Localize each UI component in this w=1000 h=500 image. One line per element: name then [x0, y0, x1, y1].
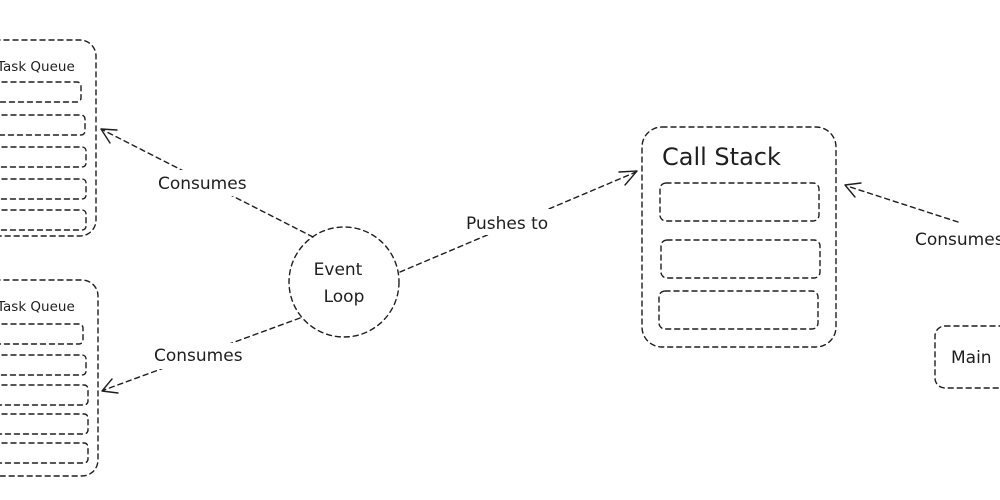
macro-task-queue-title: Task Queue	[0, 59, 75, 75]
edge-label-bg	[910, 226, 1000, 252]
arrow-head-icon	[101, 378, 119, 394]
call-stack-slots	[658, 182, 821, 330]
macro-task-queue-slots	[0, 81, 87, 231]
event-loop-label-line1: Event	[314, 260, 363, 280]
call-stack-frame	[658, 290, 819, 330]
call-stack: Call Stack	[641, 126, 837, 348]
micro-queue-slot	[0, 384, 89, 406]
macro-queue-slot	[0, 209, 87, 231]
call-stack-title: Call Stack	[662, 143, 781, 171]
edge-loop-to-call-stack: Pushes to	[399, 170, 638, 273]
macro-task-queue-box	[0, 39, 97, 237]
main-box: Main	[934, 325, 1000, 389]
call-stack-frame	[659, 182, 820, 222]
edge-label-main-to-stack: Consumes	[915, 230, 1000, 250]
edge-loop-to-macro-queue: Consumes	[100, 128, 314, 238]
call-stack-frame	[660, 239, 821, 279]
main-box-outline	[934, 325, 1000, 389]
edge-main-to-call-stack: Consumes	[844, 182, 1000, 252]
micro-task-queue-slots	[0, 323, 89, 464]
arrow-head-icon	[618, 170, 638, 186]
macro-queue-slot	[0, 81, 82, 103]
edge-label-loop-to-stack: Pushes to	[466, 214, 548, 234]
micro-queue-slot	[0, 354, 87, 376]
edge-label-loop-to-macro: Consumes	[158, 174, 247, 194]
micro-queue-slot	[0, 323, 84, 345]
macro-queue-slot	[0, 114, 86, 136]
arrow-head-icon	[844, 182, 862, 198]
edge-label-bg	[460, 209, 576, 235]
edge-main-to-call-stack-line	[846, 185, 959, 223]
edge-label-loop-to-micro: Consumes	[154, 346, 243, 366]
micro-task-queue: Task Queue	[0, 279, 99, 477]
call-stack-box	[641, 126, 837, 348]
arrow-head-icon	[100, 128, 118, 144]
micro-task-queue-title: Task Queue	[0, 299, 75, 315]
macro-queue-slot	[0, 146, 87, 168]
event-loop: Event Loop	[288, 226, 400, 338]
micro-task-queue-box	[0, 279, 99, 477]
main-box-label: Main	[951, 348, 992, 368]
micro-queue-slot	[0, 442, 89, 464]
edge-label-bg	[152, 170, 256, 196]
event-loop-label-line2: Loop	[324, 287, 365, 307]
macro-task-queue: Task Queue	[0, 39, 97, 237]
micro-queue-slot	[0, 413, 89, 435]
event-loop-circle	[288, 226, 400, 338]
edge-loop-to-micro-queue: Consumes	[101, 317, 301, 394]
edge-label-bg	[148, 343, 252, 369]
macro-queue-slot	[0, 178, 87, 200]
